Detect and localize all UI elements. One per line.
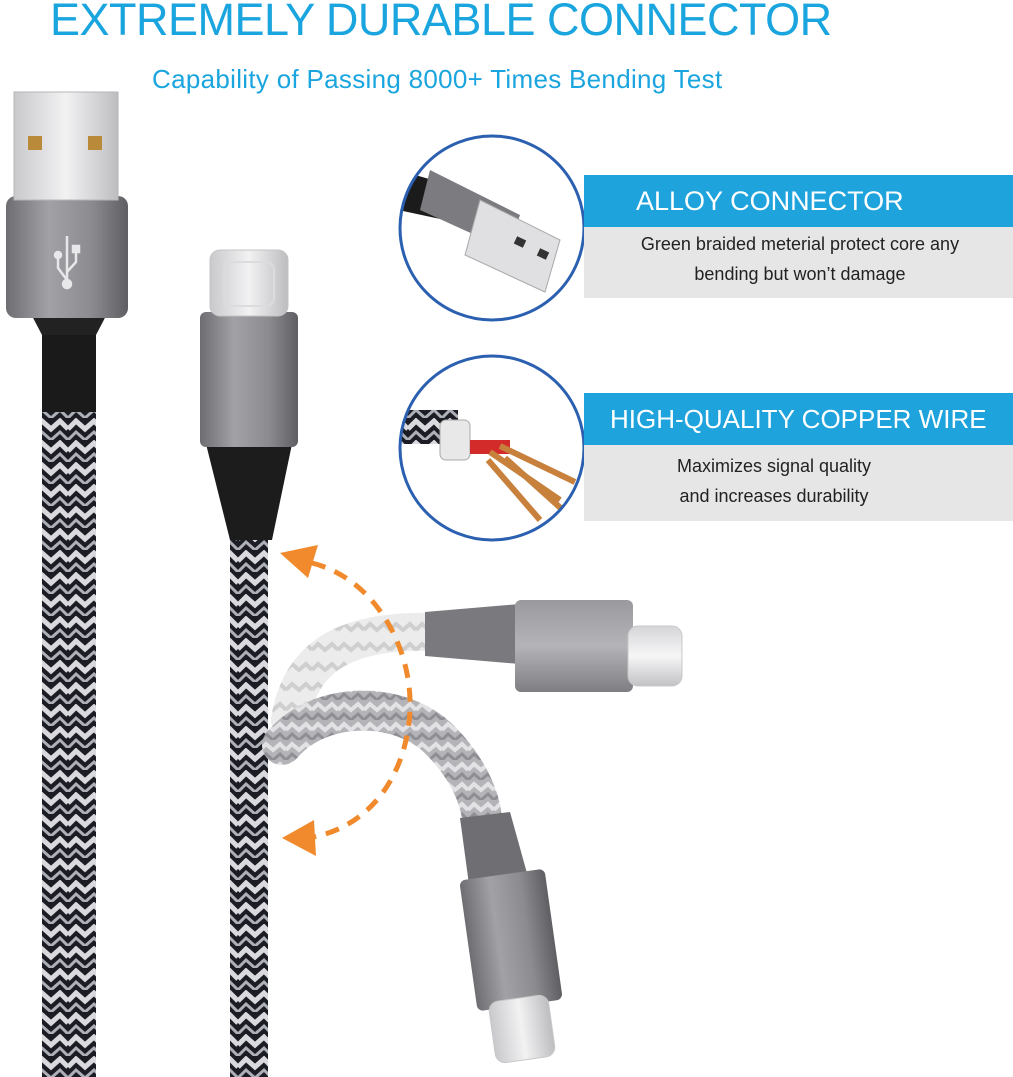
feature-line: Maximizes signal quality bbox=[676, 456, 872, 476]
feature-description: Green braided meterial protect core any … bbox=[600, 229, 1000, 289]
feature-panel-copper: HIGH-QUALITY COPPER WIRE Maximizes signa… bbox=[584, 393, 1013, 521]
feature-description: Maximizes signal quality and increases d… bbox=[644, 451, 904, 511]
feature-panel-alloy: ALLOY CONNECTOR Green braided meterial p… bbox=[584, 175, 1013, 298]
feature-line: Green braided meterial protect core any bbox=[640, 234, 960, 254]
feature-title: HIGH-QUALITY COPPER WIRE bbox=[584, 393, 1013, 445]
feature-line: bending but won’t damage bbox=[694, 264, 906, 284]
bend-arrow-icon bbox=[280, 545, 413, 856]
headline: EXTREMELY DURABLE CONNECTOR bbox=[50, 0, 832, 45]
copper-wire-closeup bbox=[398, 354, 586, 542]
usb-symbol-icon bbox=[53, 236, 81, 290]
usb-a-cable bbox=[6, 91, 128, 1077]
feature-title: ALLOY CONNECTOR bbox=[584, 175, 1013, 227]
bent-cable-grey bbox=[262, 690, 562, 1064]
bent-cable-white bbox=[271, 600, 683, 739]
feature-line: and increases durability bbox=[679, 486, 869, 506]
alloy-connector-closeup bbox=[398, 134, 586, 322]
subheadline: Capability of Passing 8000+ Times Bendin… bbox=[152, 64, 723, 94]
usb-c-cable bbox=[200, 249, 298, 1077]
